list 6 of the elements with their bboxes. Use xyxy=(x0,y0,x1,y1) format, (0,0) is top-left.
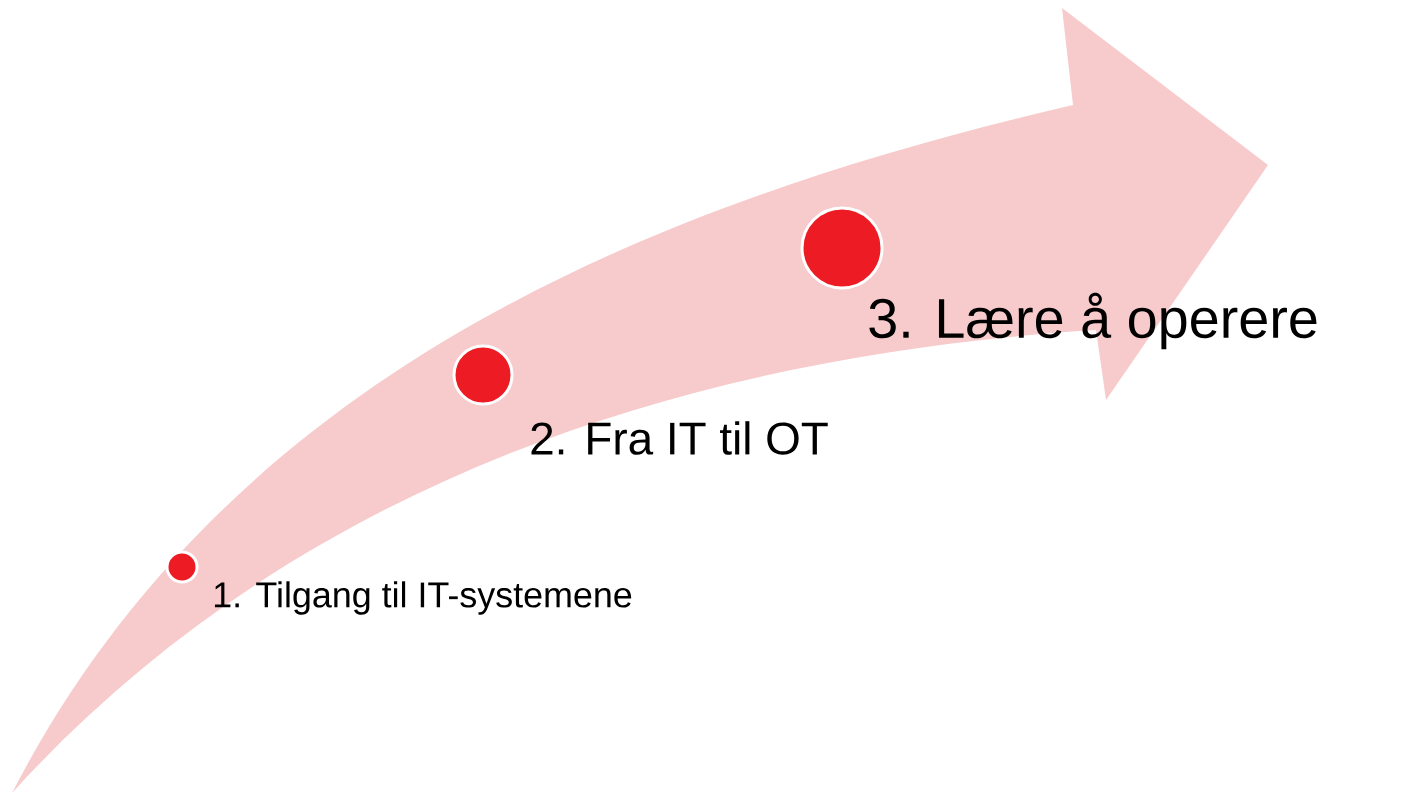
dot-marker xyxy=(165,550,199,584)
dot-marker xyxy=(452,344,514,406)
dot-marker xyxy=(800,206,884,290)
step-label: 1. Tilgang til IT-systemene xyxy=(214,581,632,615)
step-label: 2. Fra IT til OT xyxy=(531,421,828,455)
step-label: 3. Lære å operere xyxy=(869,292,1317,350)
